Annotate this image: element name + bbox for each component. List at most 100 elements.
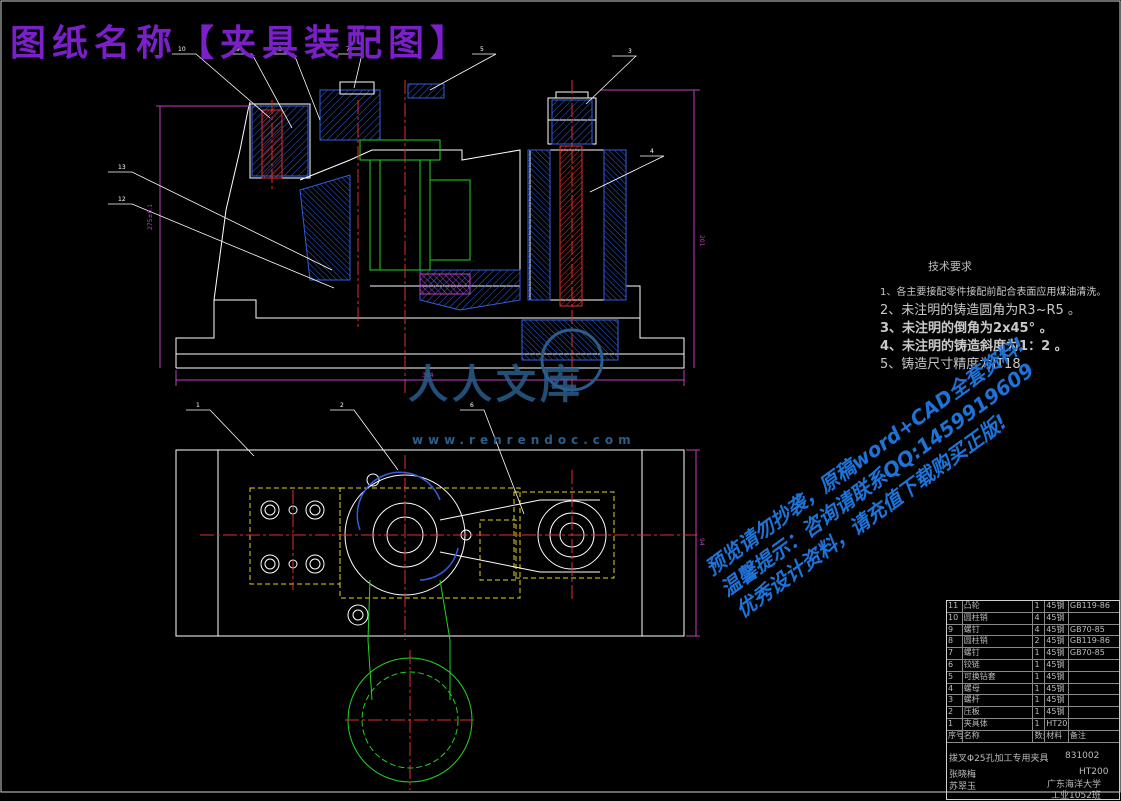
parts-list-cell: 螺杆: [963, 695, 1034, 707]
top-blue-cam: [356, 471, 459, 581]
parts-list-cell: 1: [1033, 718, 1046, 730]
parts-list-cell: 1: [1033, 659, 1046, 671]
parts-list-cell: 45钢: [1045, 612, 1069, 624]
drawing-title: 图纸名称【夹具装配图】: [10, 23, 473, 64]
parts-list-cell: 铰链: [963, 659, 1034, 671]
parts-list-header: 序号 名称 数量 材料 备注: [947, 730, 1119, 743]
part-label: 3: [628, 48, 632, 55]
parts-list-cell: 可换钻套: [963, 671, 1034, 683]
part-label: 9: [236, 46, 240, 53]
tech-line: 1、各主要接配零件接配前配合表面应用煤油清洗。: [880, 287, 1107, 298]
parts-list-cell: 螺母: [963, 683, 1034, 695]
parts-list-cell: 10: [947, 612, 963, 624]
title-block-footer: 拨叉Φ25孔加工专用夹具 831002 张晓梅 苏翠玉 HT200 广东海洋大学…: [947, 743, 1119, 801]
front-centerlines: [271, 80, 573, 395]
parts-list-cell: 夹具体: [963, 718, 1034, 730]
leader-lines: [108, 53, 665, 515]
parts-list-cell: 1: [1033, 648, 1046, 659]
parts-list-cell: 3: [947, 695, 963, 707]
watermark-logo: 人人文库: [408, 362, 584, 408]
parts-list-cell: 1: [947, 718, 963, 730]
parts-list-cell: GB119-86: [1069, 636, 1110, 646]
parts-list-cell: [1069, 719, 1119, 730]
parts-list-cell: GB70-85: [1069, 624, 1105, 634]
parts-list-cell: 45钢: [1045, 636, 1069, 648]
parts-list-cell: 1: [1033, 601, 1046, 612]
part-label: 5: [480, 46, 484, 53]
header-cell: 序号: [948, 730, 963, 742]
parts-list-cell: 压板: [963, 707, 1034, 718]
drawing-name: 拨叉Φ25孔加工专用夹具: [949, 753, 1049, 764]
parts-list-cell: 7: [947, 648, 963, 659]
part-label-texts: 10 9 8 7 5 3 4 13 12 1 2 6: [118, 46, 654, 409]
parts-list-cell: 45钢: [1045, 601, 1069, 612]
parts-list-cell: 6: [947, 659, 963, 671]
parts-list-cell: 4: [1033, 612, 1046, 624]
dim-overall-width: 384: [422, 372, 434, 379]
parts-list-cell: 2: [947, 707, 963, 718]
parts-list-cell: 圆柱销: [963, 636, 1034, 648]
parts-list-cell: 45钢: [1045, 648, 1069, 659]
header-cell: 材料: [1045, 730, 1069, 742]
part-label: 1: [196, 402, 200, 409]
parts-list-cell: 凸轮: [963, 601, 1034, 612]
parts-list-cell: GB119-86: [1069, 601, 1110, 610]
dim-height-front: 201: [698, 235, 705, 247]
workpiece-front: [359, 139, 471, 271]
designer: 张晓梅: [949, 769, 977, 780]
top-yellow: [249, 487, 615, 599]
tech-line: 2、未注明的铸造圆角为R3~R5 。: [880, 303, 1081, 318]
watermark-url: www.renrendoc.com: [412, 433, 636, 447]
watermark-logo-ring: [540, 328, 604, 392]
dimension-texts: 384 201 275±0.1 94: [147, 204, 705, 546]
parts-list-cell: 45钢: [1045, 707, 1069, 718]
parts-list-cell: GB70-85: [1069, 648, 1105, 658]
parts-list-cell: [1069, 613, 1119, 624]
tech-line: 5、铸造尺寸精度为IT18 。: [880, 357, 1038, 372]
part-label: 12: [118, 196, 126, 203]
part-label: 8: [278, 46, 282, 53]
tech-heading: 技术要求: [928, 260, 972, 273]
parts-list-cell: [1069, 672, 1119, 683]
parts-list-cell: 螺钉: [963, 648, 1034, 659]
school: 广东海洋大学: [1047, 779, 1102, 790]
top-dimensions: [686, 449, 700, 637]
part-label: 13: [118, 164, 126, 171]
parts-list-cell: 1: [1033, 683, 1046, 695]
tech-line: 3、未注明的倒角为2x45° 。: [880, 321, 1053, 336]
parts-list-cell: HT200: [1046, 718, 1069, 730]
part-label: 2: [340, 402, 344, 409]
parts-list-cell: 11: [947, 601, 963, 612]
parts-list-cell: 45钢: [1045, 695, 1069, 707]
top-parts: [260, 473, 607, 626]
drawing-number: 831002: [1065, 750, 1100, 761]
top-view: [175, 449, 685, 637]
header-cell: 名称: [963, 730, 1034, 742]
tech-requirements: 技术要求 1、各主要接配零件接配前配合表面应用煤油清洗。 2、未注明的铸造圆角为…: [880, 258, 1106, 374]
front-dimensions: [156, 89, 700, 386]
checker: 苏翠玉: [949, 781, 977, 792]
parts-list-cell: 9: [947, 624, 963, 636]
part-label: 4: [650, 148, 654, 155]
parts-list-cell: 1: [1033, 671, 1046, 683]
parts-list-cell: 45钢: [1045, 683, 1069, 695]
header-cell: 数量: [1033, 730, 1046, 742]
parts-list-cell: 45钢: [1045, 624, 1069, 636]
parts-list-cell: 1: [1033, 695, 1046, 707]
dim-left-height: 275±0.1: [147, 204, 154, 230]
tech-line: 4、未注明的铸造斜度为1：2 。: [880, 339, 1068, 354]
header-cell: 备注: [1069, 730, 1086, 740]
parts-list-cell: 1: [1033, 707, 1046, 718]
class: 工业1052班: [1051, 790, 1101, 801]
parts-list-cell: 2: [1033, 636, 1046, 648]
